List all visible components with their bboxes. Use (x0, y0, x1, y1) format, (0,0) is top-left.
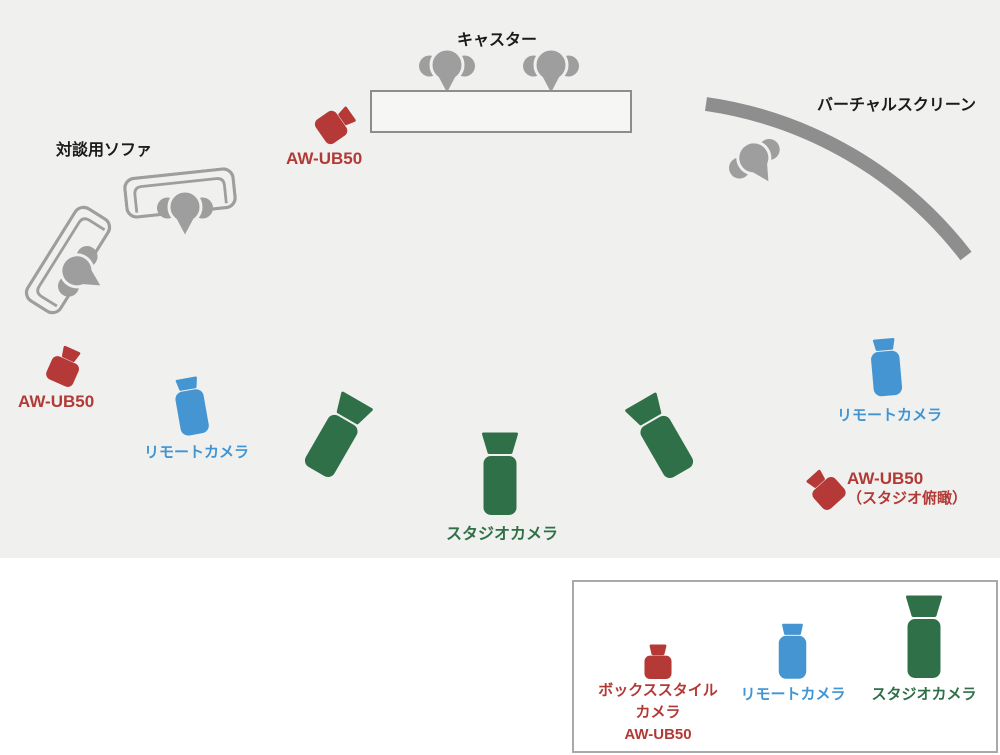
sofa-label: 対談用ソファ (56, 142, 153, 159)
sofa-guest-top-icon (157, 190, 213, 236)
remote-camera-right-icon (869, 337, 904, 397)
box-camera-overhead-label: AW-UB50 （スタジオ俯瞰） (847, 469, 967, 509)
legend-box-camera-label: ボックススタイル カメラ AW-UB50 (582, 680, 734, 746)
box-camera-left-label: AW-UB50 (18, 392, 95, 411)
legend-box: ボックススタイル カメラ AW-UB50 リモートカメラ スタジオカメラ (572, 580, 998, 753)
remote-camera-left-icon (171, 375, 211, 437)
legend-box-camera-label-line2: カメラ (635, 704, 681, 721)
legend-remote-camera-label: リモートカメラ (740, 686, 846, 703)
studio-floor: キャスター AW-UB50 対談用ソファ バーチャルスクリーン AW-UB50 … (0, 0, 1000, 558)
box-camera-desk-label: AW-UB50 (286, 149, 363, 168)
virtual-screen-label: バーチャルスクリーン (817, 97, 977, 114)
legend-studio-camera-label: スタジオカメラ (871, 686, 977, 703)
legend-box-camera-label-line1: ボックススタイル (598, 682, 718, 699)
box-camera-desk-icon (312, 101, 360, 147)
legend-box-camera-label-line3: AW-UB50 (624, 726, 692, 743)
box-camera-overhead-label-line2: （スタジオ俯瞰） (847, 490, 968, 507)
studio-camera-right-icon (624, 391, 699, 483)
virtual-screen-person-icon (721, 129, 793, 198)
newscaster-left-icon (419, 48, 475, 94)
studio-camera-center-icon (481, 432, 519, 516)
caster-desk (370, 90, 632, 133)
caster-label: キャスター (456, 32, 537, 49)
remote-camera-right-label: リモートカメラ (837, 407, 943, 424)
studio-camera-left-icon (300, 390, 375, 482)
remote-camera-left-label: リモートカメラ (144, 444, 250, 461)
legend-studio-camera-icon (905, 595, 943, 679)
newscaster-right-icon (523, 48, 579, 94)
legend-remote-camera-icon (778, 623, 807, 679)
legend-box-camera-icon (644, 644, 672, 680)
box-camera-overhead-label-line1: AW-UB50 (847, 469, 924, 488)
box-camera-overhead-icon (801, 465, 849, 513)
studio-camera-label: スタジオカメラ (446, 526, 559, 543)
box-camera-left-icon (44, 343, 87, 390)
